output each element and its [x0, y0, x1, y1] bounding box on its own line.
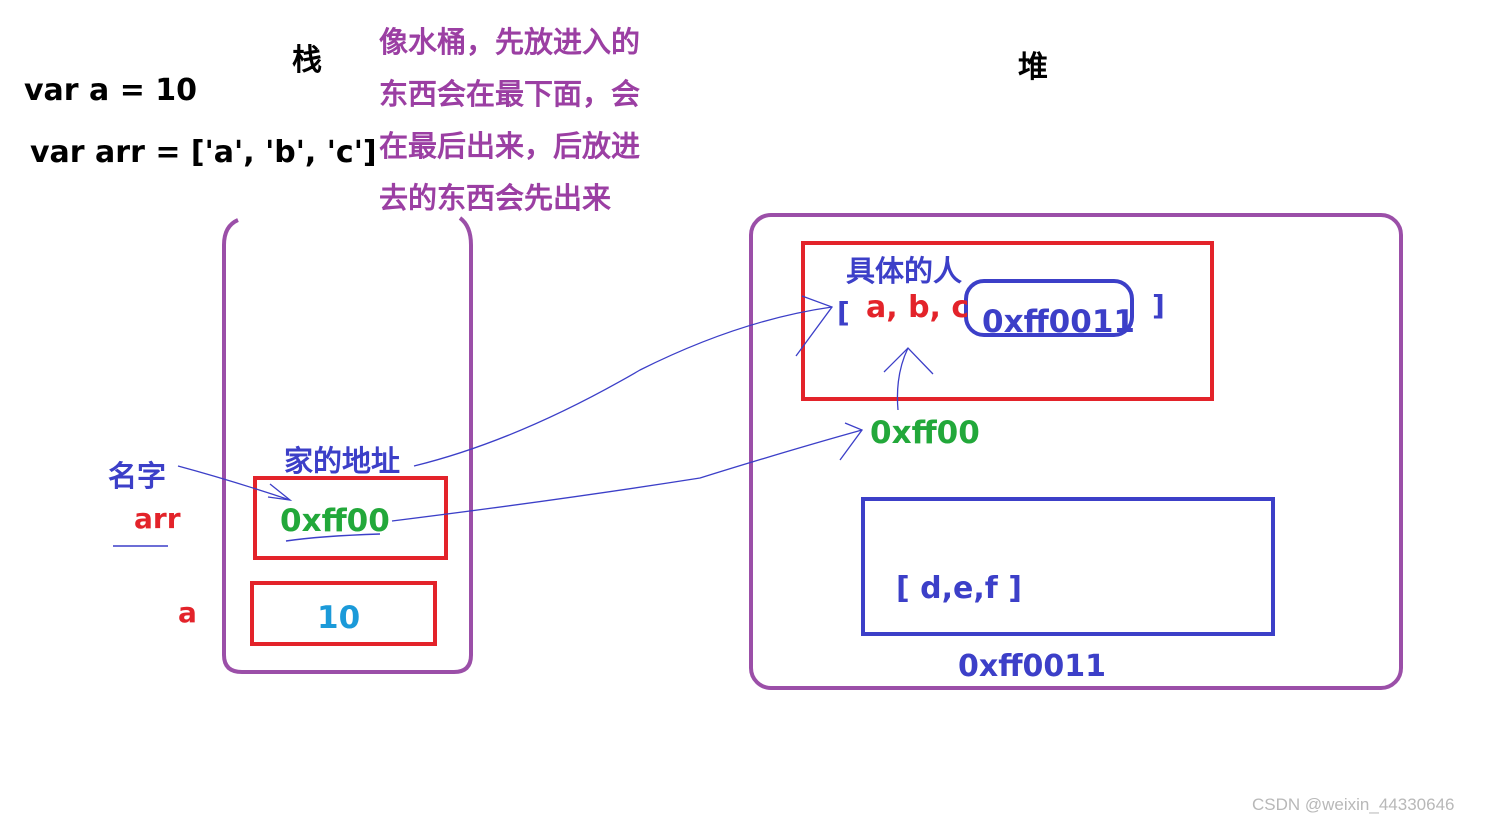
code-line-var-a: var a = 10 [24, 73, 198, 108]
stack-note-line: 像水桶，先放进入的 [379, 25, 641, 59]
a-cell-value: 10 [317, 600, 361, 636]
stack-note: 像水桶，先放进入的 东西会在最下面，会 在最后出来，后放进 去的东西会先出来 [379, 16, 640, 224]
heap-object-2-box [861, 497, 1275, 636]
object-items: a, b, c [866, 290, 970, 325]
heap-address-2: 0xff0011 [958, 649, 1107, 684]
var-a-label: a [178, 596, 197, 629]
stack-note-line: 去的东西会先出来 [379, 181, 612, 215]
heap-address-1: 0xff00 [870, 415, 980, 451]
arrow-address-to-object [413, 306, 833, 467]
heap-title: 堆 [1018, 50, 1048, 85]
code-line-var-arr: var arr = ['a', 'b', 'c'] [30, 135, 377, 170]
name-label: 名字 [108, 459, 167, 493]
arrow-address-up [896, 347, 909, 411]
object-close-bracket: ] [1152, 289, 1165, 322]
stack-title: 栈 [292, 43, 322, 78]
arr-cell-value: 0xff00 [280, 503, 390, 539]
arrow-value-to-heap-address [391, 429, 863, 522]
watermark: CSDN @weixin_44330646 [1252, 795, 1455, 814]
object-open-bracket: [ [837, 296, 850, 329]
home-address-label: 家的地址 [284, 444, 401, 478]
arrow-name-to-cell [177, 465, 291, 501]
object-2-content: [ d,e,f ] [896, 571, 1022, 606]
object-caption: 具体的人 [846, 254, 963, 288]
var-arr-label: arr [134, 502, 181, 535]
stack-note-line: 在最后出来，后放进 [379, 129, 641, 163]
nested-ref-value: 0xff0011 [982, 304, 1135, 340]
stack-note-line: 东西会在最下面，会 [379, 77, 641, 111]
